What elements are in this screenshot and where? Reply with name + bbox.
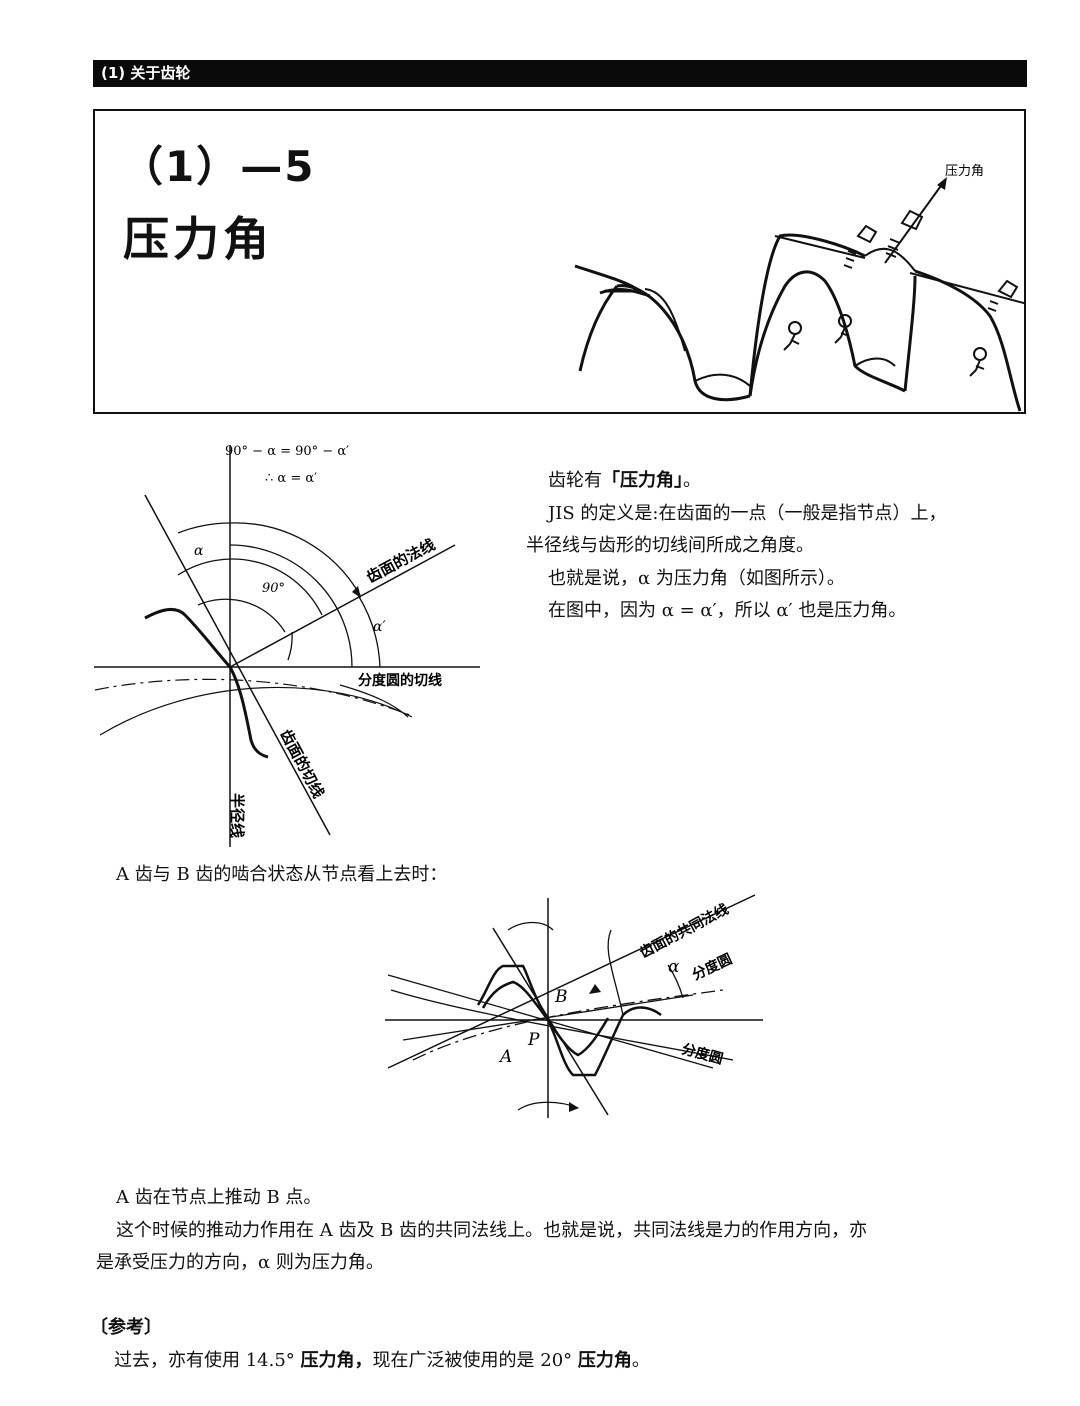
- intro-text: 齿轮有「压力角」。 JIS 的定义是:在齿面的一点（一般是指节点）上， 半径线与…: [526, 465, 947, 628]
- body-line-1: A 齿在节点上推动 B 点。: [116, 1187, 322, 1208]
- intro-line-2: JIS 的定义是:在齿面的一点（一般是指节点）上，: [548, 502, 947, 524]
- gear-teeth-illustration: 压力角: [574, 164, 1025, 412]
- body-text: A 齿在节点上推动 B 点。 这个时候的推动力作用在 A 齿及 B 齿的共同法线…: [96, 1182, 867, 1280]
- pressure-angle-diagram: 90° − α = 90° − α′ ∴ α = α′ α 90° α′ 齿面的…: [94, 444, 480, 847]
- pressure-angle-arrow-label: 压力角: [945, 164, 984, 179]
- intro-line-3: 半径线与齿形的切线间所成之角度。: [526, 535, 814, 556]
- label-pitch-tangent: 分度圆的切线: [358, 672, 442, 689]
- reference-section: 〔参考〕 过去，亦有使用 14.5° 压力角，现在广泛被使用的是 20° 压力角…: [90, 1312, 650, 1377]
- label-pitch-circle-upper: 分度圆: [690, 950, 735, 983]
- label-alpha-prime: α′: [373, 619, 386, 635]
- label-p: P: [527, 1030, 540, 1050]
- label-90-degrees: 90°: [262, 581, 285, 596]
- reference-line: 过去，亦有使用 14.5° 压力角，现在广泛被使用的是 20° 压力角。: [114, 1349, 650, 1371]
- body-line-3: 是承受压力的方向，α 则为压力角。: [96, 1252, 384, 1273]
- title-box: （1）—5 压力角 压力角: [93, 109, 1026, 414]
- page-title: 压力角: [123, 212, 273, 266]
- label-common-normal: 齿面的共同法线: [637, 901, 732, 962]
- intro-line-4: 也就是说，α 为压力角（如图所示）。: [548, 567, 845, 589]
- label-radius-line: 半径线: [228, 793, 246, 838]
- intro-line-5: 在图中，因为 α = α′，所以 α′ 也是压力角。: [548, 600, 907, 621]
- equation-2: ∴ α = α′: [265, 471, 317, 486]
- label-alpha: α: [194, 543, 204, 559]
- label-pitch-circle-lower: 分度圆: [680, 1040, 725, 1067]
- section-header: (1) 关于齿轮: [93, 60, 1027, 87]
- label-a: A: [498, 1047, 512, 1067]
- meshing-diagram: 齿面的共同法线 分度圆 分度圆 α B P A: [385, 894, 763, 1118]
- body-line-2: 这个时候的推动力作用在 A 齿及 B 齿的共同法线上。也就是说，共同法线是力的作…: [116, 1219, 868, 1241]
- label-alpha: α: [668, 957, 680, 977]
- section-number: （1）—5: [121, 142, 316, 191]
- reference-heading: 〔参考〕: [90, 1317, 162, 1338]
- equation-1: 90° − α = 90° − α′: [225, 444, 349, 459]
- label-tooth-tangent: 齿面的切线: [276, 726, 327, 801]
- label-b: B: [554, 987, 568, 1007]
- figure2-caption: A 齿与 B 齿的啮合状态从节点看上去时：: [116, 864, 448, 885]
